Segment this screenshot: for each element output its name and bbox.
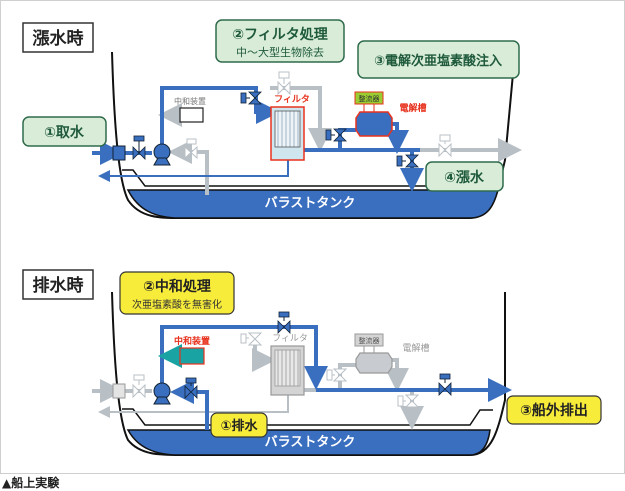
- ballast-tank-label: バラストタンク: [265, 435, 356, 450]
- step-intake-box: [22, 116, 107, 147]
- electrolyzer-out-inactive: [385, 358, 409, 392]
- step-injection-label: ③電解次亜塩素酸注入: [374, 53, 502, 69]
- deballasting-title: 排水時: [33, 275, 84, 296]
- backwash-pipe: [98, 160, 289, 182]
- rectifier-label: 整流器: [359, 94, 380, 103]
- step-filter-title: ②フィルタ処理: [232, 26, 328, 43]
- filter-inlet-valve-inactive-icon: [240, 332, 263, 346]
- pump-icon: [153, 382, 171, 405]
- electrolyzer-tank: [355, 111, 393, 137]
- filter-element: [274, 110, 301, 148]
- electrolyzer-valve-icon: [325, 128, 347, 142]
- neutralizer-unit: [179, 107, 204, 123]
- deballasting-title-box: [22, 269, 94, 300]
- electrolyzer-out-pipe: [385, 122, 409, 154]
- bypass-valve-icon: [277, 71, 291, 96]
- deballasting-section: 排水時 バラストタンク: [22, 269, 602, 456]
- electrolyzer-tank: [355, 352, 393, 374]
- step-overboard-box: [506, 395, 602, 425]
- step-filter-box: [215, 19, 345, 63]
- intake-valve-inactive-icon: [132, 374, 146, 399]
- backwash-pipe-inactive: [98, 392, 289, 418]
- strainer-icon: [112, 383, 126, 399]
- electrolyzer-label: 電解槽: [399, 102, 426, 114]
- step-injection-box: [357, 40, 520, 79]
- loop-valve-icon: [277, 311, 291, 334]
- rectifier-box: [354, 91, 384, 105]
- neutralizer-unit: [179, 347, 205, 365]
- electrolyzer-in-inactive: [338, 363, 356, 388]
- filter-label: フィルタ: [274, 93, 310, 105]
- ballast-tank: [126, 189, 499, 219]
- step-ballast-label: ④漲水: [444, 169, 485, 186]
- strainer-icon: [112, 145, 126, 161]
- ballasting-section: 漲水時 バラストタンク: [22, 19, 522, 219]
- step-neutralize-box: [119, 271, 235, 315]
- filter-inlet-pipe-inactive: [252, 345, 276, 372]
- suction-valve-icon: [184, 377, 198, 399]
- recirc-valve-icon: [184, 138, 198, 160]
- neutralizer-label: 中和装置: [174, 335, 210, 347]
- tank-top-line: [122, 169, 500, 187]
- figure-caption: ▲船上実験: [2, 476, 60, 490]
- ballasting-title: 漲水時: [33, 28, 84, 49]
- rectifier-label: 整流器: [359, 336, 380, 345]
- pump-to-filter-pipe: [160, 86, 280, 145]
- tank-fill-valve-icon: [396, 154, 419, 168]
- tank-fill-valve-inactive-icon: [397, 394, 420, 408]
- pump-icon: [153, 143, 171, 166]
- step-ballast-box: [425, 161, 504, 192]
- step-filter-sub: 中～大型生物除去: [236, 45, 324, 59]
- step-overboard-label: ③船外排出: [520, 402, 588, 419]
- step-discharge-box: [210, 412, 268, 438]
- step-discharge-label: ①排水: [220, 418, 258, 434]
- ballasting-title-box: [22, 22, 94, 53]
- ballast-tank-label: バラストタンク: [265, 196, 356, 211]
- filter-label: フィルタ: [272, 333, 308, 344]
- electrolyzer-valve-inactive-icon: [326, 368, 348, 382]
- electrolyzer-label: 電解槽: [402, 342, 429, 354]
- step-neutralize-title: ②中和処理: [143, 278, 211, 295]
- tank-top-line: [122, 408, 493, 426]
- rectifier-box: [354, 333, 384, 347]
- intake-valve-icon: [132, 135, 146, 160]
- filter-element: [274, 349, 301, 387]
- step-intake-label: ①取水: [44, 124, 85, 141]
- ballast-diagram: 漲水時 バラストタンク: [22, 19, 602, 456]
- recirc-pipe: [168, 140, 209, 195]
- overboard-valve-icon: [438, 373, 452, 396]
- hull-outline: [111, 291, 506, 456]
- neutralizer-label: 中和装置: [174, 96, 206, 106]
- filter-inlet-valve-icon: [240, 91, 262, 105]
- step-neutralize-sub: 次亜塩素酸を無害化: [132, 298, 222, 311]
- overboard-valve-icon: [438, 134, 452, 158]
